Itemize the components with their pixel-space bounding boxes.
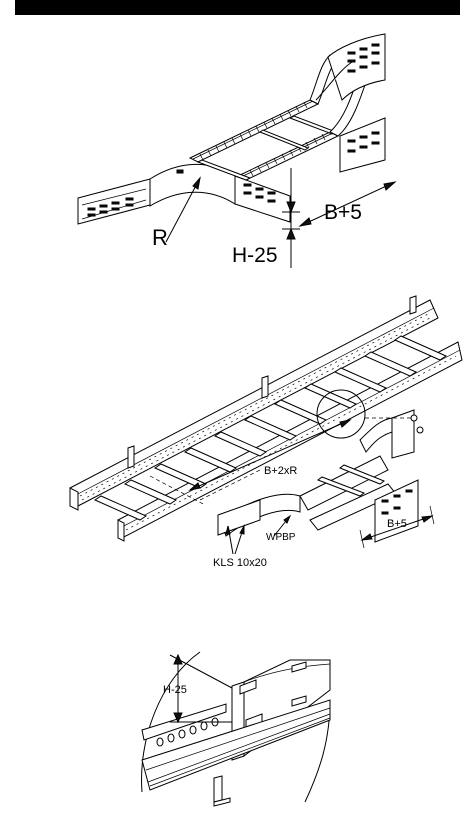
label-h25-detail: H-25 — [163, 684, 187, 696]
header-bar — [15, 0, 460, 15]
tee-drawing-1 — [77, 33, 397, 268]
ladder-hatching — [199, 101, 326, 177]
ladder-rungs — [93, 335, 448, 521]
detail-slots — [239, 661, 307, 729]
label-b5-2: B+5 — [387, 518, 407, 530]
label-h25: H-25 — [232, 244, 278, 267]
label-kls: KLS 10x20 — [213, 557, 267, 569]
branch-plate-slots — [381, 489, 413, 515]
left-plate-slots — [87, 197, 134, 217]
branch-rungs — [316, 464, 386, 497]
rail-perforations — [79, 313, 457, 531]
label-r: R — [152, 225, 168, 250]
upper-plate-slots — [347, 43, 380, 73]
label-b5: B+5 — [324, 201, 362, 224]
detail-drawing — [141, 651, 331, 807]
label-b2r: B+2xR — [264, 465, 297, 477]
label-wpbp: WPBP — [266, 532, 296, 543]
tee-drawing-2 — [69, 295, 463, 555]
lower-plate-slots — [347, 131, 380, 153]
right-plate-slots — [243, 183, 276, 203]
